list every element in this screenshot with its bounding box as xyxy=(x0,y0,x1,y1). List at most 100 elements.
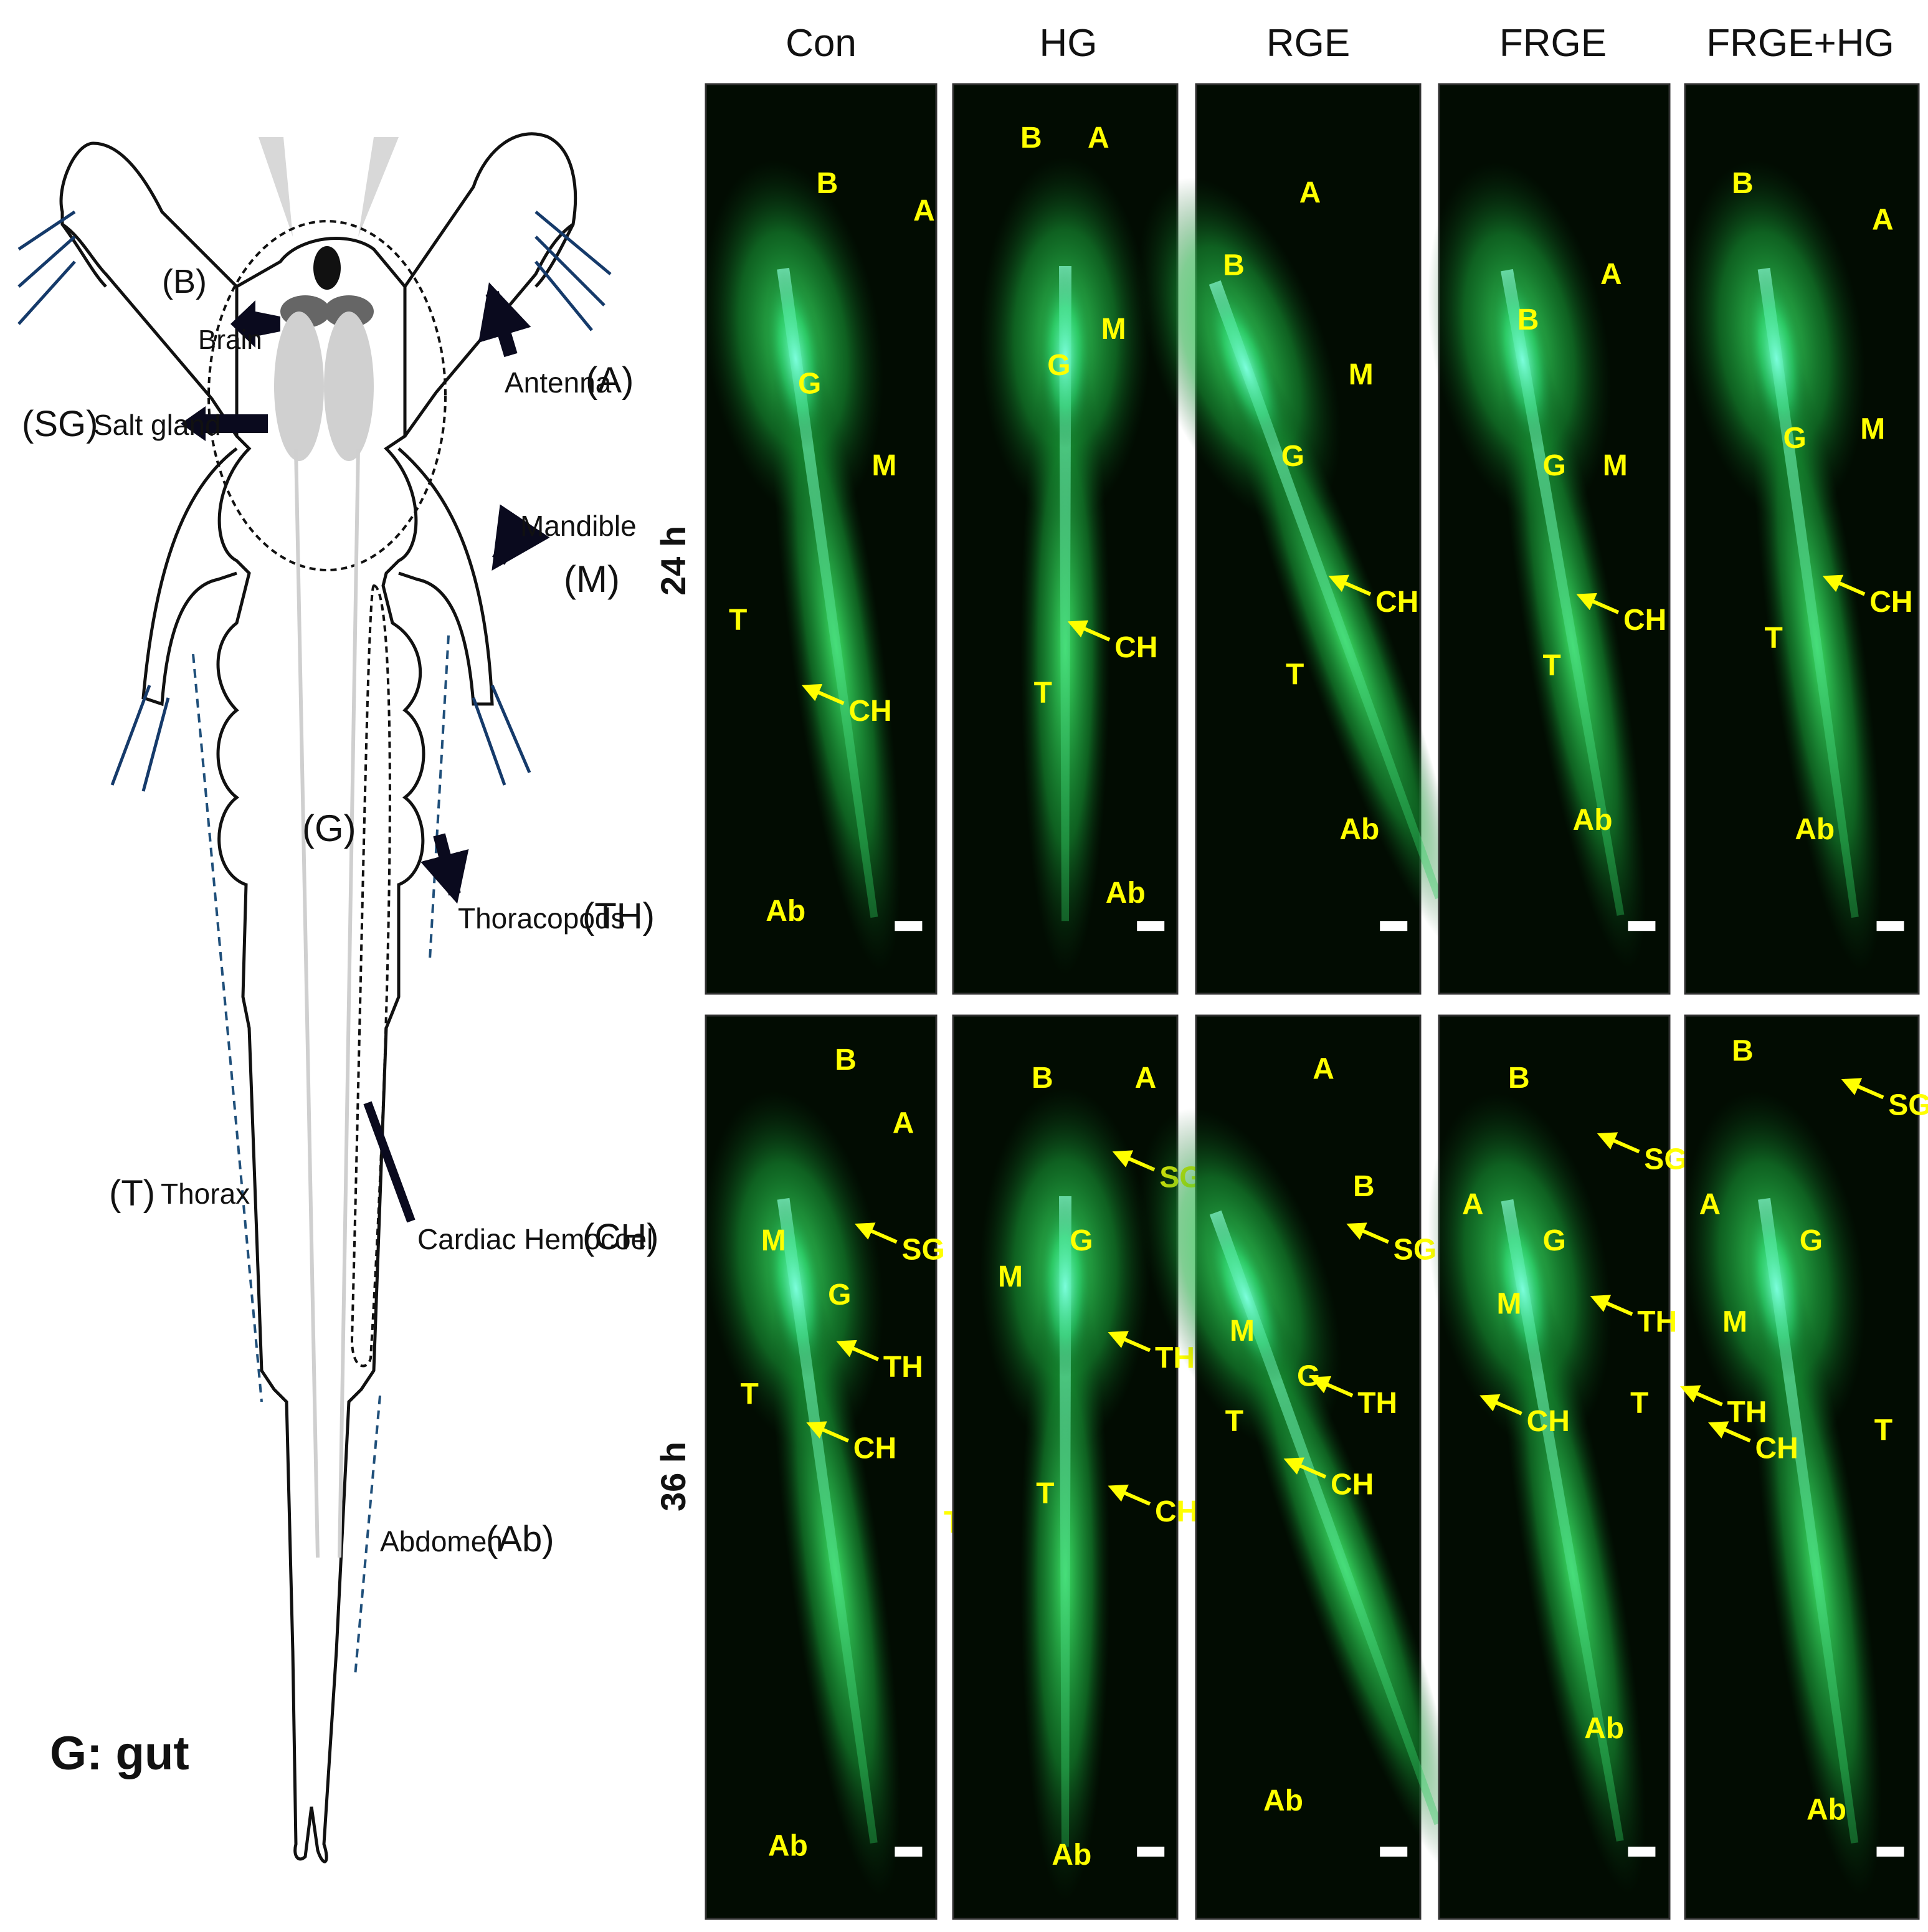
label-thoracopods-code: (TH) xyxy=(582,896,655,936)
label-b: B xyxy=(817,167,838,200)
label-a: A xyxy=(1088,121,1109,155)
label-a: A xyxy=(893,1107,914,1140)
specimen xyxy=(703,160,901,972)
label-ab: Ab xyxy=(1263,1784,1303,1817)
label-a: A xyxy=(1872,204,1894,237)
specimen xyxy=(1138,177,1465,950)
label-mandible-code: (M) xyxy=(564,558,620,600)
specimen-bright-spot xyxy=(1745,269,1807,449)
specimen xyxy=(980,1088,1151,1901)
arrow-ch xyxy=(1283,1457,1327,1479)
mandible-left xyxy=(141,447,238,707)
specimen-bright-spot xyxy=(1491,1200,1555,1379)
arrow-ch xyxy=(801,683,845,705)
arrow-th xyxy=(836,1340,880,1361)
arrow-sg xyxy=(1346,1222,1389,1244)
eye xyxy=(313,246,341,290)
label-sg: SG xyxy=(1644,1143,1687,1176)
label-ch: CH xyxy=(1527,1405,1570,1438)
label-m: M xyxy=(998,1260,1023,1293)
specimen xyxy=(1682,160,1883,972)
label-t: T xyxy=(729,604,747,637)
label-th: TH xyxy=(1357,1387,1397,1420)
arrow-ch xyxy=(1108,1484,1151,1506)
thorax-guide-right xyxy=(354,635,450,1677)
thoracopods-pointer xyxy=(420,833,469,904)
label-a: A xyxy=(913,194,935,227)
label-t: T xyxy=(1765,622,1783,655)
label-salt-gland: Salt gland xyxy=(93,409,221,441)
arrow-ch xyxy=(1576,592,1620,614)
label-ch: CH xyxy=(1623,604,1666,637)
legend-gut: G: gut xyxy=(50,1727,189,1780)
scale-bar xyxy=(1876,921,1904,931)
label-antenna: Antenna xyxy=(505,366,612,399)
scale-bar xyxy=(895,1847,923,1857)
label-ch: CH xyxy=(1755,1432,1798,1465)
gut-lines xyxy=(294,448,360,1558)
frontal-horn-right xyxy=(358,137,399,237)
label-ab: Ab xyxy=(1573,804,1613,837)
label-b: B xyxy=(1732,167,1754,200)
label-m: M xyxy=(1722,1306,1747,1339)
label-ch: CH xyxy=(1331,1468,1374,1501)
label-g: G xyxy=(1543,449,1566,482)
arrow-ch xyxy=(1328,574,1372,596)
specimen xyxy=(703,1091,901,1897)
label-g: G xyxy=(1800,1224,1823,1257)
body-outline xyxy=(216,237,425,1863)
artemia-schematic: (B) Brain (SG) Salt gland Antenna (A) Ma… xyxy=(17,132,658,1863)
bristles xyxy=(17,210,612,792)
label-b: B xyxy=(1020,121,1042,155)
label-ab: Ab xyxy=(768,1830,808,1863)
antenna-left-inner xyxy=(60,223,107,288)
specimen xyxy=(980,156,1151,976)
label-t: T xyxy=(1543,649,1561,682)
thorax-guide-left xyxy=(192,654,263,1402)
label-cardiac-code: (CH) xyxy=(582,1217,658,1257)
scale-bar xyxy=(1628,1847,1656,1857)
specimen-bright-spot xyxy=(1206,1212,1286,1383)
brain-pointer xyxy=(230,300,280,348)
label-cardiac: Cardiac Hemocoel xyxy=(417,1223,653,1255)
column-header-con: Con xyxy=(786,22,857,65)
label-gut-code: (G) xyxy=(302,807,356,849)
label-b: B xyxy=(1223,249,1245,282)
label-sg: SG xyxy=(1888,1089,1928,1122)
scale-bar xyxy=(1876,1847,1904,1857)
label-ch: CH xyxy=(1375,586,1418,619)
column-header-frge: FRGE xyxy=(1499,22,1607,65)
label-g: G xyxy=(828,1278,851,1311)
specimen-bright-spot xyxy=(1746,1199,1808,1378)
salt-gland-pointer xyxy=(199,414,268,433)
specimen-bright-spot xyxy=(1205,282,1286,454)
label-brain: Brain xyxy=(198,325,262,355)
column-header-hg: HG xyxy=(1040,22,1098,65)
label-m: M xyxy=(1497,1288,1522,1321)
label-t: T xyxy=(1286,659,1304,692)
label-a: A xyxy=(1699,1188,1721,1221)
label-abdomen: Abdomen xyxy=(380,1525,503,1558)
label-sg: SG xyxy=(902,1234,945,1267)
column-header-rge: RGE xyxy=(1266,22,1350,65)
specimen xyxy=(1427,162,1646,969)
label-t: T xyxy=(1630,1387,1648,1420)
arrow-ch xyxy=(1479,1394,1522,1416)
cardiac-pointer xyxy=(363,1101,416,1223)
scale-bar xyxy=(1628,921,1656,931)
label-t: T xyxy=(1034,677,1052,710)
specimen xyxy=(1139,1108,1465,1875)
mandible-right xyxy=(397,447,494,706)
scale-bar xyxy=(1380,1847,1408,1857)
specimen-bright-spot xyxy=(766,1199,827,1378)
label-a: A xyxy=(1462,1188,1484,1221)
label-a: A xyxy=(1313,1053,1334,1086)
label-t: T xyxy=(1874,1414,1892,1447)
label-t: T xyxy=(1036,1477,1054,1510)
arrow-th xyxy=(1108,1331,1151,1353)
